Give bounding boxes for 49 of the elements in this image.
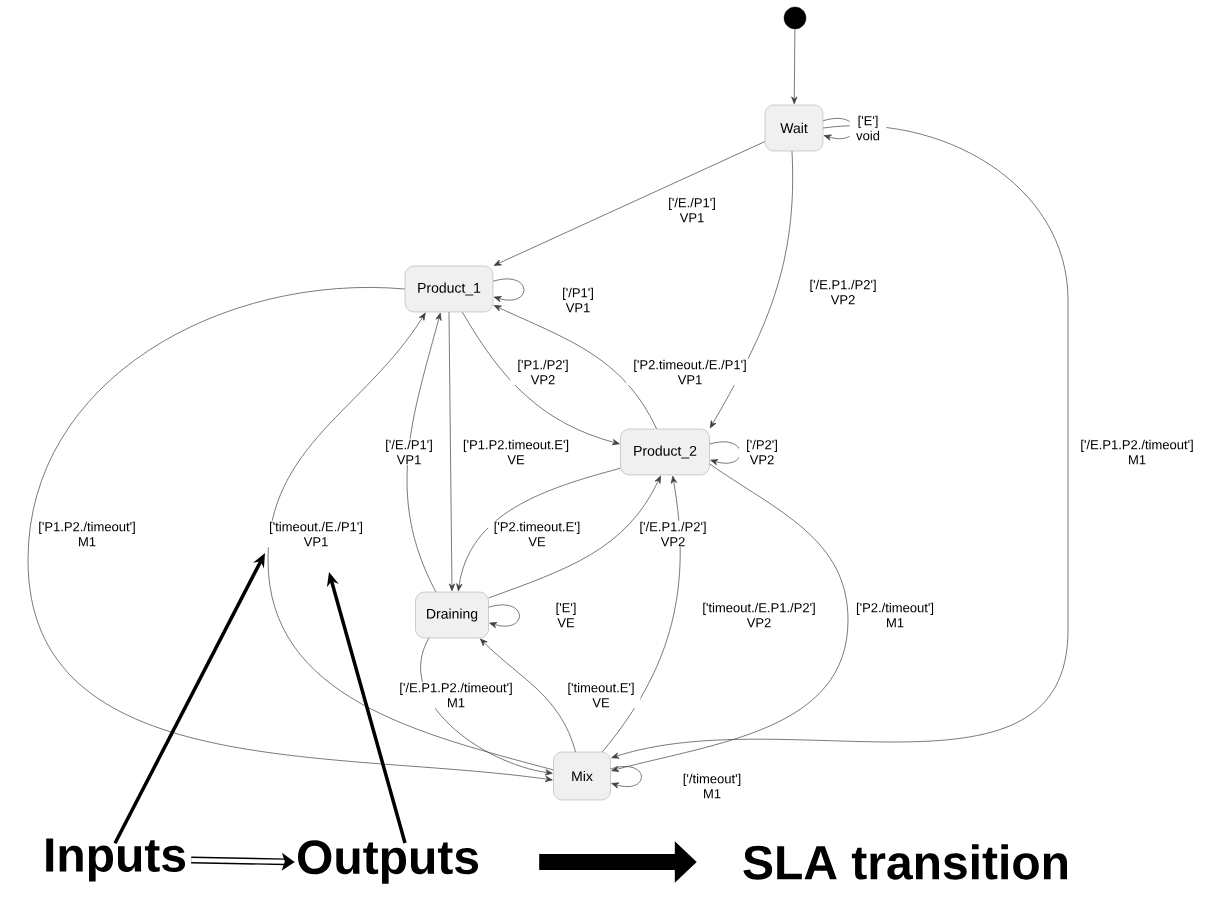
transition-arrow <box>709 150 794 429</box>
edge-label: ['/E./P1'] VP1 <box>378 438 440 466</box>
loop-arrow <box>492 278 525 302</box>
edge-label: ['P2./timeout'] M1 <box>850 601 940 629</box>
bold-heading: Outputs <box>298 840 479 884</box>
transition-arrow <box>27 287 553 782</box>
edge-label: ['/E.P1./P2'] VP2 <box>802 278 884 306</box>
edge-label: ['/P2'] VP2 <box>739 438 785 466</box>
loop-arrow <box>488 604 520 628</box>
edge-label: ['/E.P1.P2./timeout'] M1 <box>393 681 519 709</box>
state-box: Draining <box>415 591 489 639</box>
transition-arrow <box>611 463 849 772</box>
edge-label: ['timeout.E'] VE <box>561 681 641 709</box>
transition-arrow <box>456 467 621 592</box>
transition-arrow <box>480 638 576 753</box>
edge-label: ['P2.timeout.E'] VE <box>488 520 586 548</box>
edge-label: ['E'] void <box>849 114 887 142</box>
transition-arrow <box>406 312 442 593</box>
edge-label: ['P1./P2'] VP2 <box>510 358 576 386</box>
transition-arrow <box>448 311 455 592</box>
edge-label: ['P1.P2.timeout.E'] VE <box>457 438 575 466</box>
state-box: Mix <box>553 751 611 801</box>
bold-heading: SLA transition <box>743 844 1067 880</box>
loop-arrow <box>610 766 642 789</box>
edge-label: ['P1.P2./timeout'] M1 <box>32 520 142 548</box>
transition-arrow <box>488 475 661 599</box>
edge-label: ['/P1'] VP1 <box>555 286 601 314</box>
transition-arrow <box>462 311 620 446</box>
state-box: Product_2 <box>620 428 710 476</box>
bold-heading: Inputs <box>46 838 186 882</box>
edge-label: ['/E.P1./P2'] VP2 <box>632 520 714 548</box>
transition-arrow <box>493 305 657 430</box>
edge-label: ['timeout./E.P1./P2'] VP2 <box>695 601 823 629</box>
edge-label: ['/E./P1'] VP1 <box>661 196 723 224</box>
edge-label: ['/E.P1.P2./timeout'] M1 <box>1074 438 1200 466</box>
edge-label: ['timeout./E./P1'] VP1 <box>261 520 371 548</box>
edge-label: ['/timeout'] M1 <box>676 772 748 800</box>
transition-arrow <box>267 312 554 771</box>
state-box: Product_1 <box>404 265 494 313</box>
transition-arrow <box>601 475 681 753</box>
state-box: Wait <box>764 104 824 152</box>
transition-arrow <box>493 141 766 266</box>
edge-label: ['P2.timeout./E./P1'] VP1 <box>626 358 754 386</box>
transition-arrow <box>420 637 553 776</box>
transition-arrow <box>791 28 798 105</box>
edge-label: ['E'] VE <box>549 601 583 629</box>
start-dot <box>783 6 807 30</box>
transition-arrow <box>611 125 1069 759</box>
loop-arrow <box>709 441 741 466</box>
